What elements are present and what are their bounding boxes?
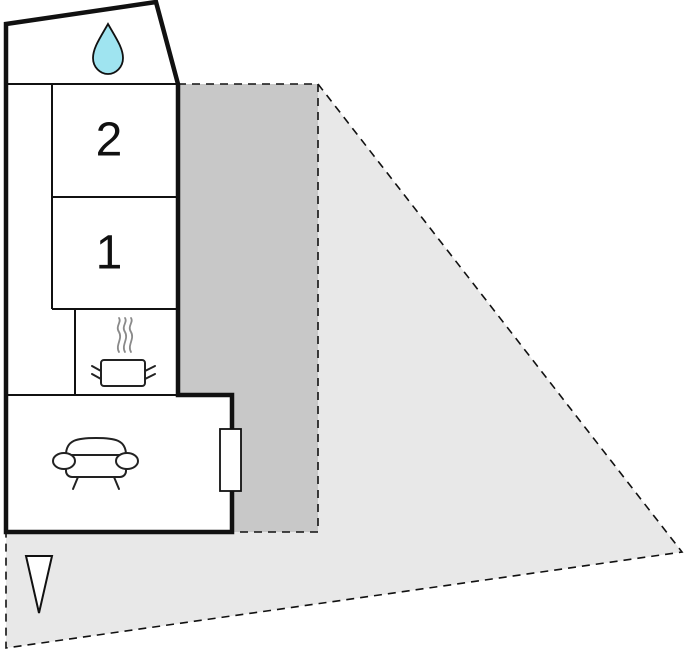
sofa-icon <box>52 437 139 490</box>
garden-area <box>6 84 682 648</box>
cooking-pot-icon <box>91 317 156 387</box>
north-arrow-icon <box>24 555 54 614</box>
house-interior <box>6 2 232 532</box>
outdoor-dashed-outline <box>5 83 684 649</box>
water-drop-icon <box>92 22 124 75</box>
radiator-icon <box>219 428 242 492</box>
exterior-walls <box>3 0 235 535</box>
room-label-2: 2 <box>96 114 123 167</box>
interior-walls <box>6 83 178 396</box>
room-label-1: 1 <box>96 227 123 280</box>
